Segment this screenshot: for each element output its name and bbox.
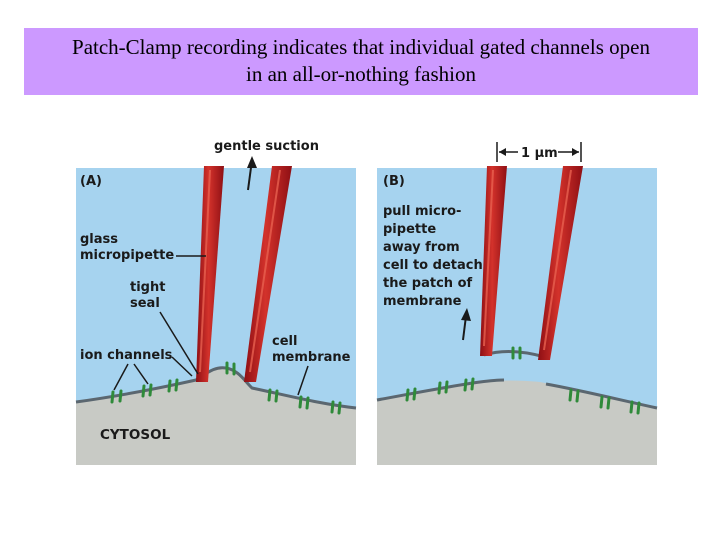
cytosol-label: CYTOSOL (100, 427, 171, 443)
panel-a-cytosol (76, 367, 356, 465)
ion-channels-pointers (113, 356, 193, 391)
title-line-1: Patch-Clamp recording indicates that ind… (72, 35, 650, 59)
svg-text:cell to detach: cell to detach (383, 258, 483, 273)
panel-a: gentle suction (A) glass micropipette ti… (75, 139, 357, 465)
title-banner: Patch-Clamp recording indicates that ind… (24, 28, 698, 95)
gentle-suction-label: gentle suction (214, 139, 319, 154)
glass-label-line1: glass (80, 232, 118, 247)
ion-channels-label: ion channels (80, 348, 173, 363)
title-line-2: in an all-or-nothing fashion (246, 62, 476, 86)
svg-text:membrane: membrane (383, 294, 462, 309)
svg-text:pipette: pipette (383, 222, 436, 237)
cell-membrane-pointer (297, 365, 309, 396)
micropipette-label-line2: micropipette (80, 248, 174, 263)
panel-b-label: (B) (383, 174, 405, 189)
panel-b-ion-channels (405, 346, 641, 415)
tight-seal-pointer (159, 311, 199, 375)
panel-b-membrane-left (376, 378, 505, 402)
panel-b-cytosol (377, 380, 657, 465)
panel-b: 1 μm (B) pull micro- pipette away from c… (376, 142, 658, 465)
scale-bar: 1 μm (496, 142, 582, 162)
cell-label-line1: cell (272, 334, 297, 349)
panel-a-ion-channels (110, 361, 342, 415)
svg-text:the patch of: the patch of (383, 276, 473, 291)
tight-label-line1: tight (130, 280, 165, 295)
svg-text:pull micro-: pull micro- (383, 204, 461, 219)
scale-label: 1 μm (521, 146, 558, 161)
panel-b-membrane-right (545, 382, 658, 410)
svg-text:away from: away from (383, 240, 460, 255)
panel-a-label: (A) (80, 174, 102, 189)
pull-instruction-label: pull micro- pipette away from cell to de… (383, 204, 483, 309)
membrane-label-line2: membrane (272, 350, 351, 365)
seal-label-line2: seal (130, 296, 160, 311)
